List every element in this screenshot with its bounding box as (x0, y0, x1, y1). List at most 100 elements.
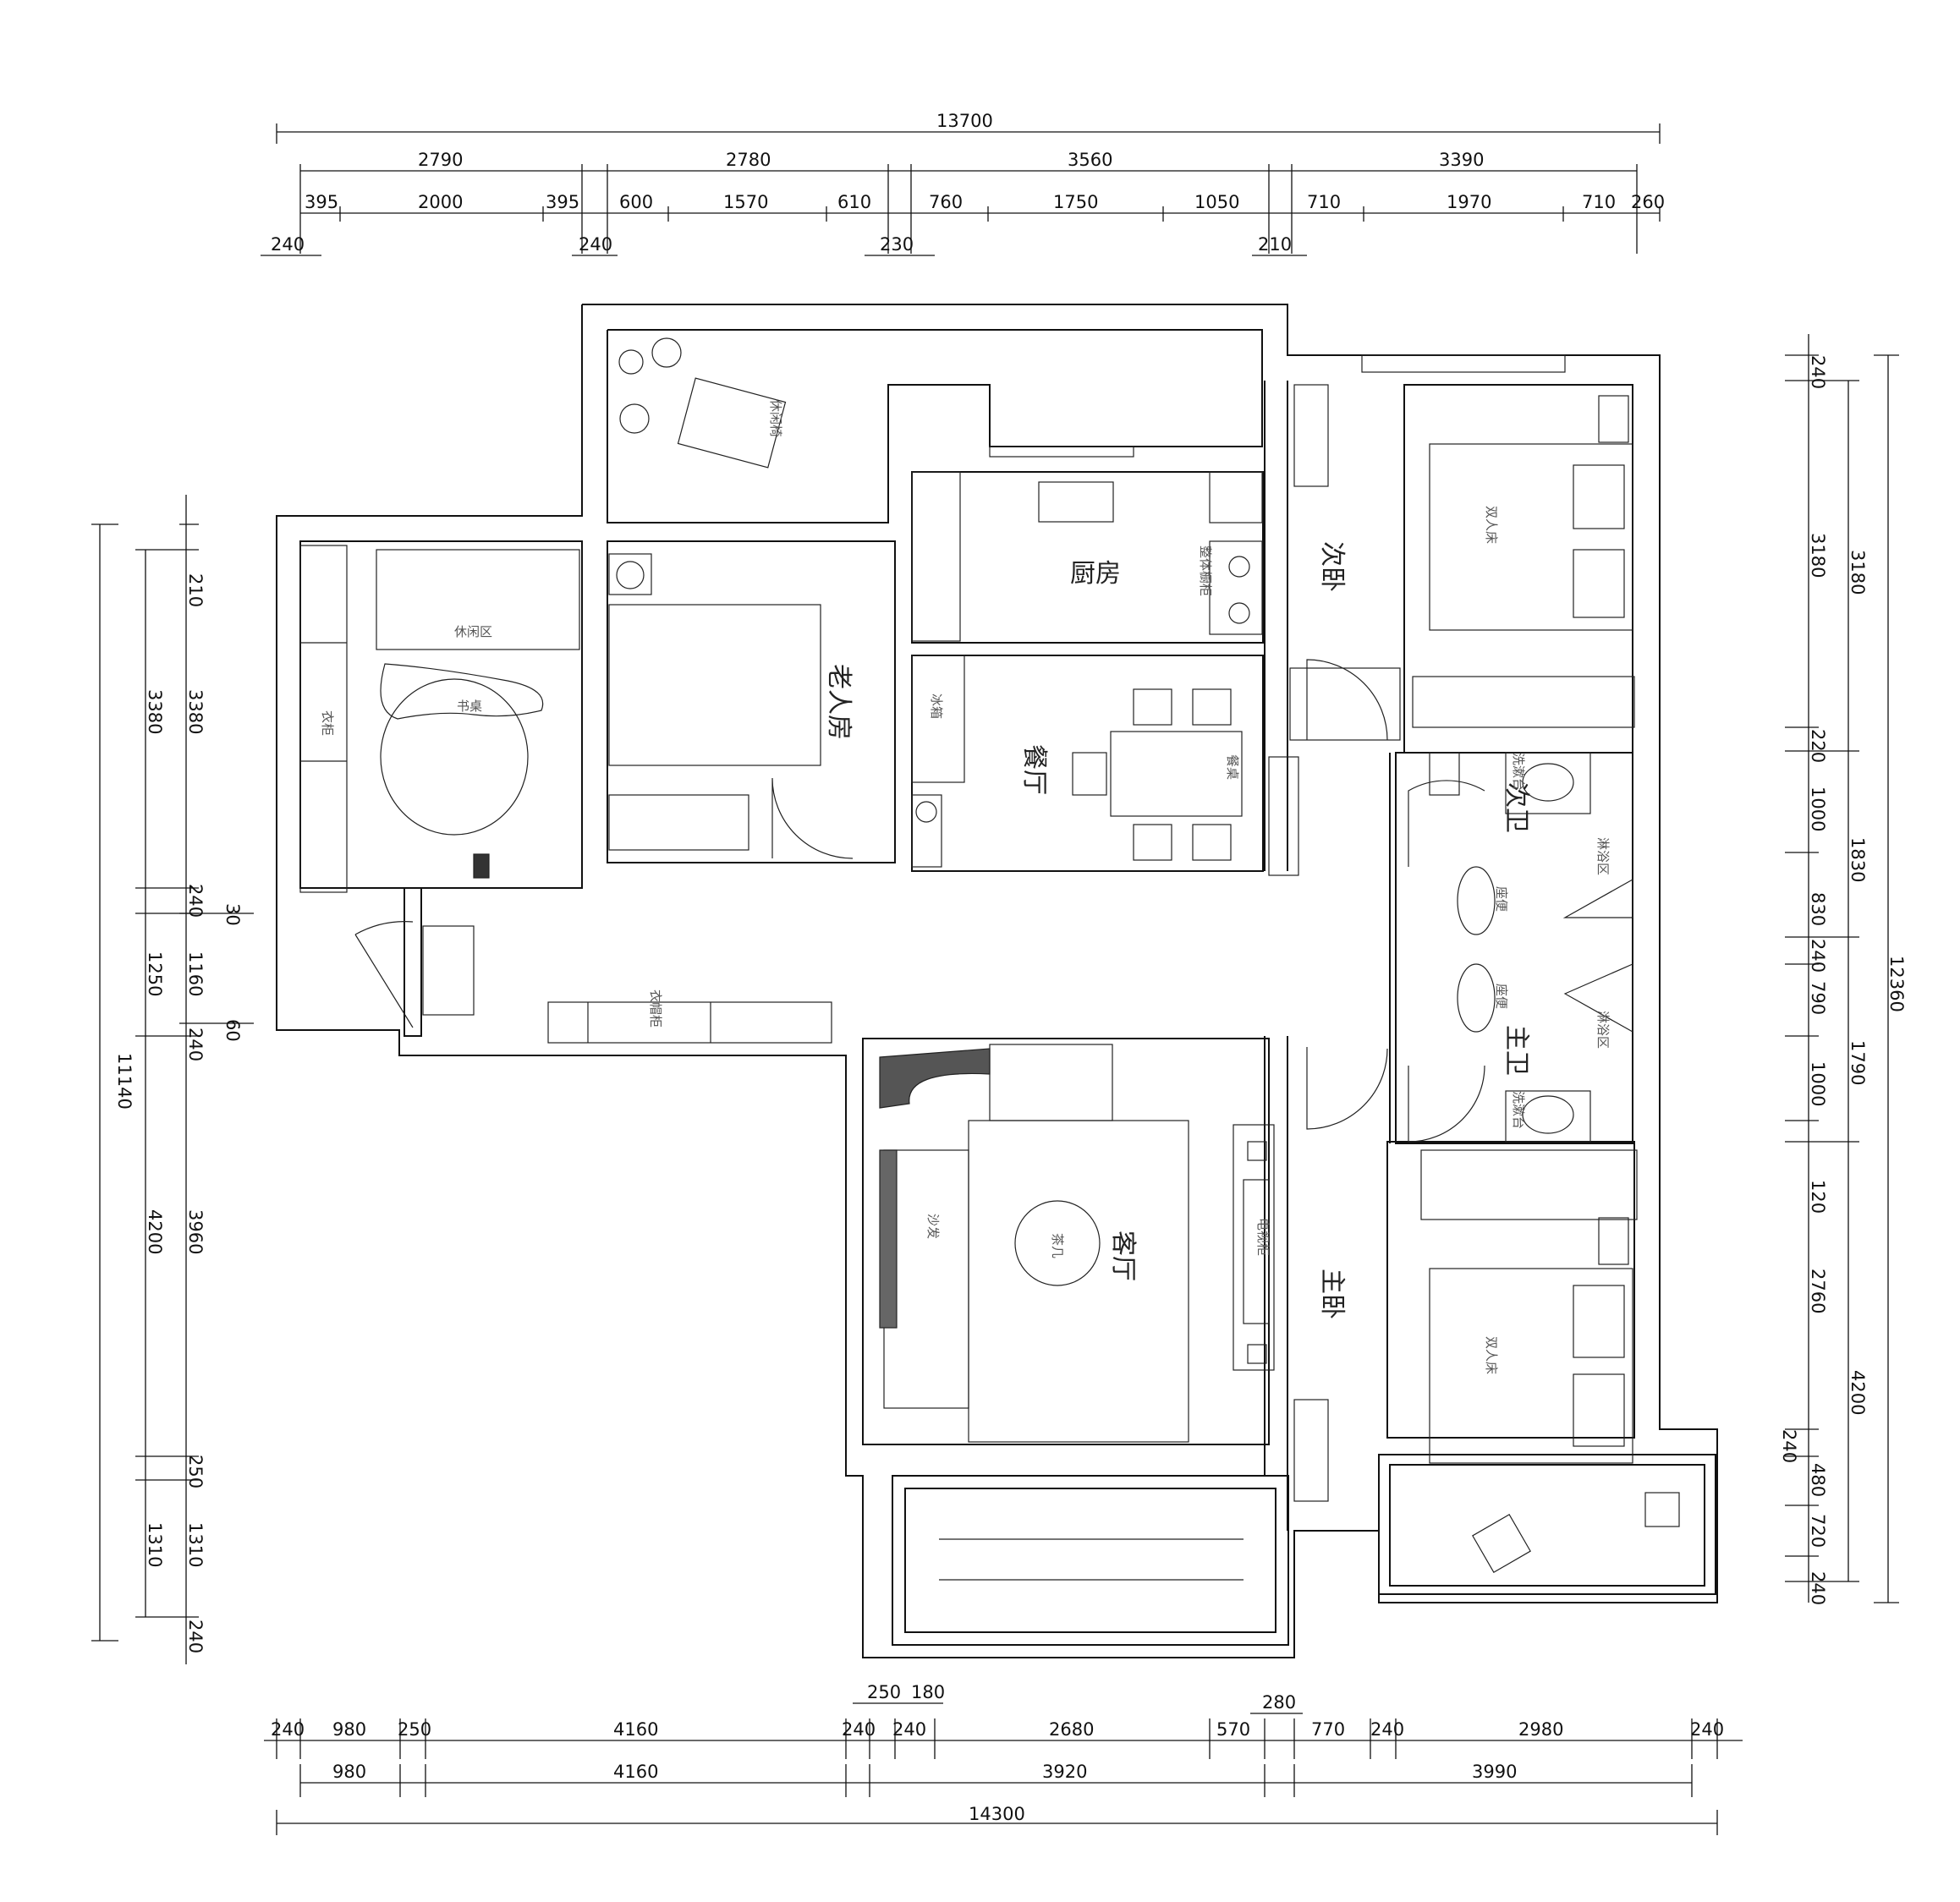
dim-top-wall-3: 210 (1258, 234, 1292, 255)
label-integrated-cabinet: 整体橱柜 (1198, 545, 1213, 596)
dim-left-outer-0: 3380 (145, 689, 165, 734)
dim-right-inner-8: 120 (1808, 1180, 1828, 1214)
dim-right-inner-9: 2760 (1808, 1269, 1828, 1313)
dim-left-inner-2: 240 (185, 884, 206, 918)
label-shower-1: 淋浴区 (1595, 837, 1611, 875)
dim-bot-r1-8: 770 (1311, 1719, 1345, 1740)
dim-bot-r1-5: 240 (892, 1719, 926, 1740)
dim-right-outer-1: 1830 (1847, 837, 1868, 882)
bottom-dimensions: 250 180 280 240 980 250 4160 240 240 268… (264, 1682, 1743, 1835)
dim-top-r2-10: 1970 (1447, 192, 1491, 212)
dim-top-r1-3: 3390 (1439, 150, 1484, 170)
label-wardrobe: 衣柜 (320, 710, 335, 736)
dim-bot-r1-2: 250 (398, 1719, 431, 1740)
label-dining-table: 餐桌 (1225, 754, 1240, 780)
dim-right-inner-10: 240 (1779, 1429, 1799, 1463)
dim-top-r2-7: 1750 (1053, 192, 1098, 212)
dim-top-r2-11: 710 (1582, 192, 1616, 212)
dim-right-inner-12: 720 (1808, 1514, 1828, 1548)
dim-bot-r1-6: 2680 (1049, 1719, 1094, 1740)
dim-bot-r1-4: 240 (842, 1719, 876, 1740)
label-shower-2: 淋浴区 (1595, 1011, 1611, 1049)
dim-right-inner-0: 240 (1808, 355, 1828, 389)
dim-right-inner-13: 240 (1808, 1571, 1828, 1605)
left-dimensions: 11140 3380 1250 4200 1310 210 3380 240 3… (91, 495, 254, 1664)
label-tea-table: 茶几 (1050, 1233, 1065, 1258)
elder-door (771, 777, 854, 859)
master-bedroom-door (1306, 1047, 1388, 1130)
dim-bot-r1-7: 570 (1216, 1719, 1250, 1740)
dim-top-r2-5: 610 (837, 192, 871, 212)
dim-bot-extra-0: 250 (867, 1682, 901, 1702)
label-fridge: 冰箱 (929, 693, 944, 719)
dim-bot-r2-1: 4160 (613, 1762, 658, 1782)
dim-bot-r2-0: 980 (332, 1762, 366, 1782)
dim-right-overall: 12360 (1886, 956, 1907, 1012)
label-washbasin-2: 洗漱台 (1511, 1091, 1526, 1129)
label-double-bed-2: 双人床 (1484, 1336, 1499, 1374)
room-master-bath: 主卫 (1502, 1025, 1531, 1076)
dim-right-inner-4: 830 (1808, 892, 1828, 926)
master-bath-door (1408, 1065, 1485, 1143)
furniture (299, 337, 1680, 1581)
room-second-bedroom: 次卧 (1317, 541, 1347, 592)
dim-left-inner-9: 1310 (185, 1522, 206, 1567)
dim-top-r2-4: 1570 (723, 192, 768, 212)
room-master-bedroom: 主卧 (1317, 1269, 1347, 1319)
label-leisure-area: 休闲区 (454, 624, 492, 639)
dim-left-overall: 11140 (114, 1053, 135, 1110)
dim-top-overall: 13700 (936, 111, 993, 131)
dim-bot-r1-10: 2980 (1518, 1719, 1563, 1740)
room-kitchen: 厨房 (1070, 559, 1121, 589)
dim-bot-r1-1: 980 (332, 1719, 366, 1740)
dim-top-r1-0: 2790 (418, 150, 463, 170)
dim-top-r2-1: 2000 (418, 192, 463, 212)
dim-left-outer-1: 1250 (145, 951, 165, 996)
dim-top-r1-1: 2780 (726, 150, 771, 170)
furniture-labels: 休闲区 休闲椅 书桌 衣柜 整体橱柜 冰箱 餐桌 双人床 双人床 洗漱台 洗漱台… (320, 399, 1611, 1374)
entry-door (354, 921, 414, 1028)
label-desk: 书桌 (457, 699, 482, 714)
dim-bot-r1-11: 240 (1690, 1719, 1724, 1740)
dim-top-r2-9: 710 (1307, 192, 1341, 212)
dim-top-r2-0: 395 (305, 192, 338, 212)
room-labels: 老人房 厨房 餐厅 次卧 次卫 主卫 客厅 主卧 (824, 541, 1531, 1319)
room-dining: 餐厅 (1019, 744, 1049, 795)
label-tv-cabinet: 电视柜 (1255, 1218, 1271, 1256)
room-second-bath: 次卫 (1502, 782, 1531, 833)
dim-left-inner-3: 30 (222, 903, 243, 926)
dim-right-outer-3: 4200 (1847, 1370, 1868, 1415)
dim-left-inner-5: 240 (185, 1028, 206, 1061)
dim-top-r2-8: 1050 (1194, 192, 1239, 212)
doors (354, 659, 1485, 1143)
dim-top-r1-2: 3560 (1068, 150, 1112, 170)
dim-left-outer-3: 1310 (145, 1522, 165, 1567)
dim-left-inner-0: 210 (185, 573, 206, 607)
dim-left-inner-7: 3960 (185, 1209, 206, 1254)
dim-bot-r2-3: 3990 (1472, 1762, 1517, 1782)
dim-right-inner-11: 480 (1808, 1463, 1828, 1497)
dim-right-inner-7: 1000 (1808, 1061, 1828, 1106)
dim-left-inner-1: 3380 (185, 689, 206, 734)
dim-left-inner-8: 250 (185, 1455, 206, 1488)
second-bath-door (1408, 780, 1485, 867)
dim-bot-extra-1: 180 (911, 1682, 945, 1702)
dim-bot-overall: 14300 (969, 1804, 1025, 1824)
right-dimensions: 12360 3180 1830 1790 4200 240 3180 220 1… (1779, 334, 1907, 1605)
dim-top-r2-3: 600 (619, 192, 653, 212)
room-living: 客厅 (1108, 1231, 1138, 1281)
dim-top-r2-6: 760 (929, 192, 963, 212)
dim-left-inner-4: 1160 (185, 951, 206, 996)
label-double-bed-1: 双人床 (1484, 506, 1499, 544)
dim-right-inner-1: 3180 (1808, 533, 1828, 578)
top-dimensions: 13700 2790 2780 3560 3390 395 2000 395 6… (261, 111, 1665, 256)
dim-left-outer-2: 4200 (145, 1209, 165, 1254)
dim-top-r2-12: 260 (1631, 192, 1665, 212)
dim-bot-extra-2: 280 (1262, 1692, 1296, 1713)
dim-top-wall-0: 240 (271, 234, 305, 255)
dim-right-inner-5: 240 (1808, 939, 1828, 973)
dim-bot-r1-0: 240 (271, 1719, 305, 1740)
dim-top-wall-1: 240 (579, 234, 612, 255)
dim-right-inner-3: 1000 (1808, 787, 1828, 831)
